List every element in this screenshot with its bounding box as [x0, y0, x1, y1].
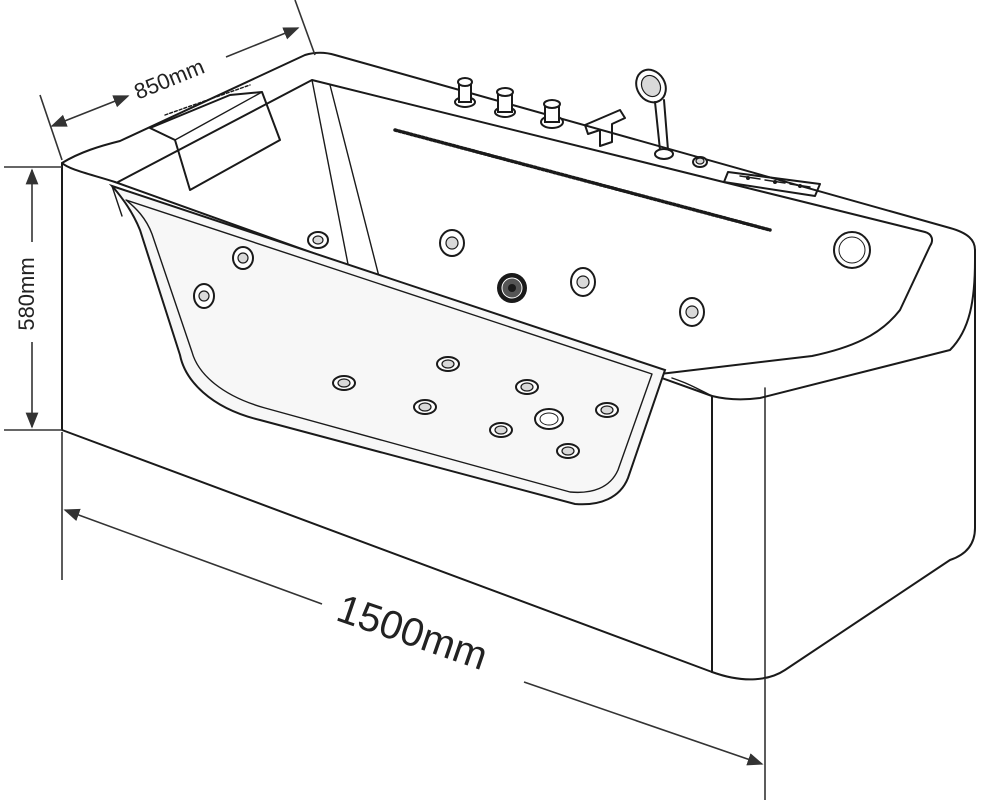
wall-jet [439, 229, 465, 257]
floor-jet [413, 399, 437, 415]
glass-panel-inner [125, 199, 653, 494]
overflow-drain [833, 231, 871, 269]
jets [193, 229, 705, 459]
tub-rim-inner [117, 79, 934, 375]
deck-fixtures [454, 68, 871, 269]
pump-suction-grill [497, 273, 527, 303]
wall-jet [570, 267, 596, 297]
length-dimension-label: 1500mm [331, 587, 492, 679]
width-dimension-label: 850mm [130, 54, 207, 105]
glass-panel [108, 183, 667, 506]
wall-jet [232, 246, 254, 270]
control-panel [723, 171, 821, 197]
headrest-pillow [149, 84, 281, 191]
floor-jet [436, 356, 460, 372]
height-dimension-label: 580mm [14, 257, 39, 330]
glass-panel-frame [108, 183, 667, 506]
dimension-length [61, 432, 766, 800]
basin-back-wall [311, 79, 356, 301]
tub-rim-shadow [671, 377, 713, 397]
dimension-height [4, 166, 62, 431]
floor-jet [515, 379, 539, 395]
dimension-width [39, 0, 316, 161]
wall-jet [679, 297, 705, 327]
wall-jet [193, 283, 215, 309]
valve-knob-3 [540, 99, 564, 129]
wall-jet [307, 231, 329, 249]
floor-jet [595, 402, 619, 418]
valve-knob-1 [454, 77, 476, 108]
floor-drain [534, 408, 564, 430]
hand-shower [635, 68, 674, 160]
spout-faucet [584, 109, 626, 147]
valve-knob-2 [494, 87, 516, 118]
floor-jet [556, 443, 580, 459]
air-button [692, 156, 708, 168]
floor-jet [332, 375, 356, 391]
led-light-strip [393, 128, 772, 232]
tub-front-panel [711, 249, 976, 681]
floor-jet [489, 422, 513, 438]
